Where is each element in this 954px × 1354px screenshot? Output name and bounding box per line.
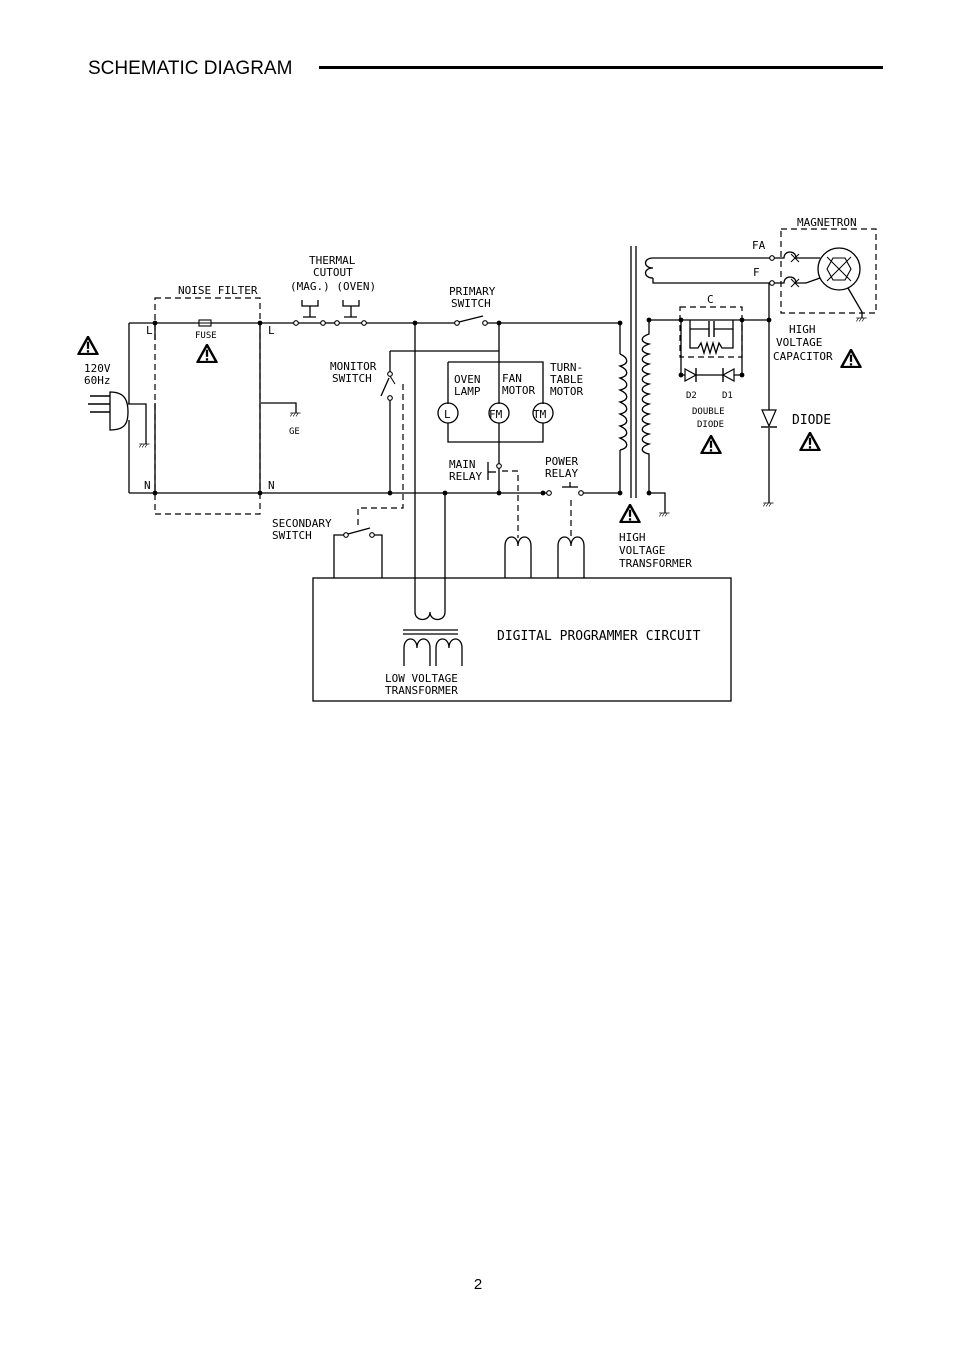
page-number: 2 — [473, 1276, 483, 1293]
power-relay-label: RELAY — [545, 467, 578, 480]
monitor-switch-label: SWITCH — [332, 372, 372, 385]
main-relay-label: RELAY — [449, 470, 482, 483]
loads: L FM TM OVEN LAMP FAN MOTOR TURN- TABLE … — [437, 323, 583, 493]
diode-label: DIODE — [792, 413, 831, 428]
fuse-label: FUSE — [195, 331, 217, 341]
cap-high-label: HIGH — [789, 323, 816, 336]
primary-switch-label: SWITCH — [451, 297, 491, 310]
magnetron-label: MAGNETRON — [797, 216, 857, 229]
lamp-label: LAMP — [454, 385, 481, 398]
hvt-transformer-label: TRANSFORMER — [619, 557, 692, 570]
ground-hvt-icon — [658, 512, 671, 518]
warning-triangle-icon — [77, 336, 99, 355]
power-label: POWER — [545, 455, 578, 468]
double-label: DOUBLE — [692, 407, 725, 417]
thermal-cutout: THERMAL CUTOUT (MAG.) (OVEN) — [290, 254, 376, 326]
lv-transformer-label: TRANSFORMER — [385, 684, 458, 697]
ground-plug-icon — [138, 443, 151, 449]
low-voltage-label: LOW VOLTAGE — [385, 672, 458, 685]
secondary-switch-label: SWITCH — [272, 529, 312, 542]
hvt-voltage-label: VOLTAGE — [619, 544, 665, 557]
frequency-label: 60Hz — [84, 374, 111, 387]
main-label: MAIN — [449, 458, 476, 471]
warning-triangle-icon — [799, 432, 821, 451]
warning-triangle-icon — [196, 344, 218, 363]
primary-label: PRIMARY — [449, 285, 496, 298]
hv-diode: DIODE — [761, 283, 831, 508]
l-left-label: L — [146, 324, 153, 337]
cap-c-label: C — [707, 293, 714, 306]
l-right-label: L — [268, 324, 275, 337]
noise-filter: NOISE FILTER FUSE L L N N GE — [144, 284, 302, 515]
tt-symbol: TM — [533, 408, 547, 421]
mag-oven-label: (MAG.) (OVEN) — [290, 280, 376, 293]
lamp-symbol: L — [444, 408, 451, 421]
fan-motor-label: MOTOR — [502, 384, 535, 397]
digital-programmer-circuit: DIGITAL PROGRAMMER CIRCUIT LOW VOLTAGE T… — [312, 323, 732, 702]
voltage-label: 120V — [84, 362, 111, 375]
page-title: SCHEMATIC DIAGRAM — [88, 58, 293, 79]
ge-label: GE — [289, 427, 300, 437]
ground-ge-icon — [289, 412, 302, 418]
magnetron: MAGNETRON FA F — [752, 216, 877, 323]
table-label: TABLE — [550, 373, 583, 386]
ground-diode-icon — [762, 502, 775, 508]
cutout-label: CUTOUT — [313, 266, 353, 279]
hv-capacitor-double-diode: C D2 D1 DOUBLE DIODE HIGH VOLTAGE CAPACI… — [679, 293, 862, 454]
primary-switch: PRIMARY SWITCH — [449, 285, 496, 326]
secondary-switch: SECONDARY SWITCH — [272, 517, 383, 578]
warning-triangle-icon — [700, 435, 722, 454]
double-diode-label: DIODE — [697, 420, 724, 430]
capacitor-label: CAPACITOR — [773, 350, 833, 363]
warning-triangle-icon — [619, 504, 641, 523]
high-voltage-transformer: HIGH VOLTAGE TRANSFORMER — [617, 246, 772, 570]
n-left-label: N — [144, 479, 151, 492]
ground-magnetron-icon — [855, 317, 868, 323]
secondary-label: SECONDARY — [272, 517, 332, 530]
tt-motor-label: MOTOR — [550, 385, 583, 398]
power-plug: 120V 60Hz — [77, 336, 151, 449]
noise-filter-label: NOISE FILTER — [178, 284, 258, 297]
power-relay: POWER RELAY — [545, 455, 584, 536]
fan-symbol: FM — [489, 408, 503, 421]
d2-label: D2 — [686, 391, 697, 401]
relay-coils — [504, 536, 585, 578]
d1-label: D1 — [722, 391, 733, 401]
n-right-label: N — [268, 479, 275, 492]
hvt-high-label: HIGH — [619, 531, 646, 544]
warning-triangle-icon — [840, 349, 862, 368]
thermal-label: THERMAL — [309, 254, 356, 267]
f-label: F — [753, 266, 760, 279]
turn-label: TURN- — [550, 361, 583, 374]
fa-label: FA — [752, 239, 766, 252]
cap-voltage-label: VOLTAGE — [776, 336, 822, 349]
header-rule — [319, 66, 883, 69]
fan-label: FAN — [502, 372, 522, 385]
monitor-switch: MONITOR SWITCH — [330, 350, 499, 528]
digital-programmer-label: DIGITAL PROGRAMMER CIRCUIT — [497, 629, 701, 644]
monitor-label: MONITOR — [330, 360, 377, 373]
oven-label: OVEN — [454, 373, 481, 386]
main-relay: MAIN RELAY — [449, 458, 519, 538]
